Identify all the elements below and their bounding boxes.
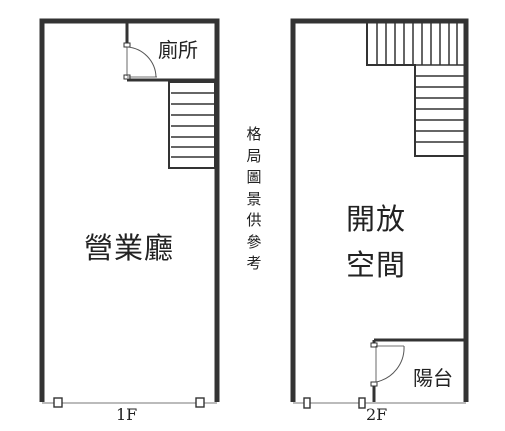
floor-1-plan [39,18,220,408]
floor-2-front-post-left [303,397,311,409]
floor-1-front-post-right [195,397,205,408]
reference-note: 格局圖景供參考 [246,125,262,272]
floor-2-outer-wall [290,18,469,402]
staircase-icon [366,21,466,157]
floor-1-front-post-left [53,397,63,408]
floor-2-front-post-right [358,397,366,409]
room-label-open-space-line2: 空間 [346,248,407,282]
staircase-icon [168,81,216,169]
floor-1-outer-wall [39,18,220,402]
floor-2-plan [290,18,469,409]
room-label-restroom: 廁所 [158,38,198,62]
room-label-balcony: 陽台 [413,366,453,390]
room-label-hall: 營業廳 [84,231,175,265]
door-swing-icon [370,342,405,387]
door-swing-icon [123,42,157,80]
floor-label-1f: 1F [116,405,138,424]
room-label-open-space-line1: 開放 [346,202,407,236]
floor-label-2f: 2F [366,405,388,424]
